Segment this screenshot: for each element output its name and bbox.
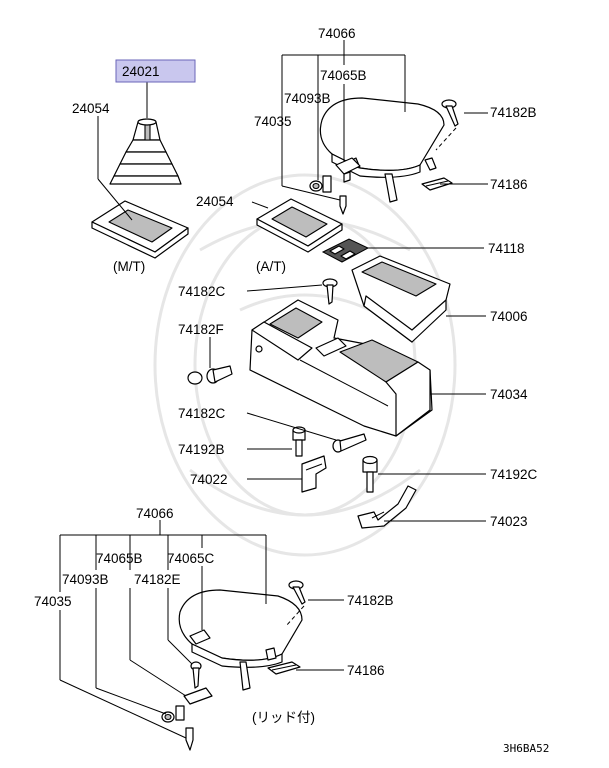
screw-74182E[interactable] bbox=[190, 661, 202, 689]
label-74182C-a[interactable]: 74182C bbox=[178, 284, 226, 299]
pin-74035-top[interactable] bbox=[339, 195, 347, 215]
label-74182B-bottom[interactable]: 74182B bbox=[347, 593, 394, 608]
grommet-74182F[interactable] bbox=[187, 365, 233, 385]
bolt-74192B[interactable] bbox=[292, 426, 306, 457]
label-74065B-bottom[interactable]: 74065B bbox=[96, 551, 143, 566]
bolt-74192C[interactable] bbox=[362, 455, 378, 493]
spring-74093B-bottom[interactable] bbox=[161, 705, 185, 723]
floor-console-74034[interactable] bbox=[249, 299, 433, 437]
label-74118[interactable]: 74118 bbox=[488, 241, 525, 256]
label-74182B-top[interactable]: 74182B bbox=[490, 105, 537, 120]
label-74093B-bottom[interactable]: 74093B bbox=[62, 572, 109, 587]
label-74065C[interactable]: 74065C bbox=[167, 551, 215, 566]
label-74182C-b[interactable]: 74182C bbox=[178, 406, 226, 421]
label-74035-bottom[interactable]: 74035 bbox=[34, 594, 72, 609]
switch-panel-74118[interactable] bbox=[321, 238, 370, 263]
label-24054-at[interactable]: 24054 bbox=[196, 194, 234, 209]
label-74022[interactable]: 74022 bbox=[190, 472, 228, 487]
label-24021[interactable]: 24021 bbox=[122, 64, 160, 79]
label-74066-bottom[interactable]: 74066 bbox=[136, 506, 174, 521]
screw-74182C-b[interactable] bbox=[332, 433, 367, 453]
caption-at: (A/T) bbox=[256, 259, 286, 274]
label-74065B-top[interactable]: 74065B bbox=[320, 68, 367, 83]
clip-74186-top[interactable] bbox=[421, 177, 453, 191]
caption-mt: (M/T) bbox=[113, 259, 145, 274]
label-24054-mt[interactable]: 24054 bbox=[72, 101, 110, 116]
caption-lid: (リッド付) bbox=[252, 710, 315, 725]
diagram-code: 3H6BA52 bbox=[503, 742, 549, 755]
bracket-74023[interactable] bbox=[357, 485, 417, 529]
label-74186-bottom[interactable]: 74186 bbox=[347, 663, 385, 678]
label-74006[interactable]: 74006 bbox=[490, 309, 528, 324]
label-74192B[interactable]: 74192B bbox=[178, 442, 225, 457]
label-74186-top[interactable]: 74186 bbox=[490, 177, 528, 192]
hinge-74065B-bottom[interactable] bbox=[183, 687, 213, 705]
label-74093B-top[interactable]: 74093B bbox=[284, 91, 331, 106]
spring-74093B-top[interactable] bbox=[309, 175, 332, 193]
shift-trim-plate-mt[interactable] bbox=[91, 200, 189, 259]
label-74023[interactable]: 74023 bbox=[490, 514, 528, 529]
highlight-box-24021 bbox=[115, 59, 196, 83]
label-74066-top[interactable]: 74066 bbox=[318, 26, 356, 41]
shift-trim-plate-at[interactable] bbox=[256, 198, 343, 253]
console-box-74006[interactable] bbox=[351, 255, 451, 343]
hinge-74065B-top[interactable] bbox=[335, 157, 361, 183]
pin-74035-bottom[interactable] bbox=[185, 727, 194, 751]
shift-boot-24021[interactable] bbox=[109, 118, 182, 185]
clip-74186-bottom[interactable] bbox=[267, 661, 301, 675]
screw-74182B-bottom[interactable] bbox=[288, 580, 306, 605]
screw-74182C-a[interactable] bbox=[322, 278, 338, 305]
bracket-74022[interactable] bbox=[301, 455, 327, 493]
label-74192C[interactable]: 74192C bbox=[490, 467, 538, 482]
label-74034[interactable]: 74034 bbox=[490, 387, 528, 402]
screw-74182B-top[interactable] bbox=[441, 99, 459, 127]
label-74182F[interactable]: 74182F bbox=[178, 322, 224, 337]
armrest-lid-bottom[interactable] bbox=[178, 589, 303, 691]
label-74182E[interactable]: 74182E bbox=[134, 572, 181, 587]
hinge-74065C[interactable] bbox=[189, 629, 211, 645]
label-74035-top[interactable]: 74035 bbox=[254, 114, 292, 129]
leader-lines bbox=[59, 40, 488, 739]
